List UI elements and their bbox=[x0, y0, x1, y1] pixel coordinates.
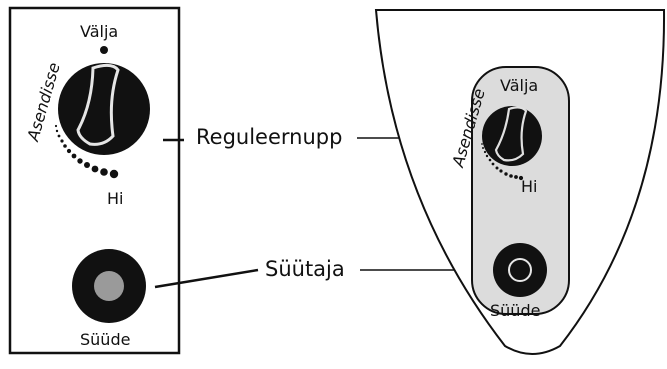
igniter-callout-line-left bbox=[154, 268, 259, 289]
right-hi-label: Hi bbox=[521, 177, 538, 196]
igniter-callout-label: Süütaja bbox=[265, 257, 345, 281]
right-igniter-button bbox=[493, 243, 547, 297]
right-valja-label: Välja bbox=[500, 76, 539, 95]
knob-callout-label: Reguleernupp bbox=[196, 125, 343, 149]
left-hi-label: Hi bbox=[107, 189, 124, 208]
left-control-knob bbox=[58, 63, 150, 155]
left-valja-label: Välja bbox=[80, 22, 119, 41]
right-control-knob bbox=[482, 106, 542, 166]
left-igniter-button bbox=[72, 249, 146, 323]
left-suude-label: Süüde bbox=[80, 330, 131, 349]
right-setting-dots bbox=[481, 143, 524, 181]
left-off-dot bbox=[100, 46, 108, 54]
left-setting-dots bbox=[54, 124, 119, 179]
right-suude-label: Süüde bbox=[490, 301, 541, 320]
